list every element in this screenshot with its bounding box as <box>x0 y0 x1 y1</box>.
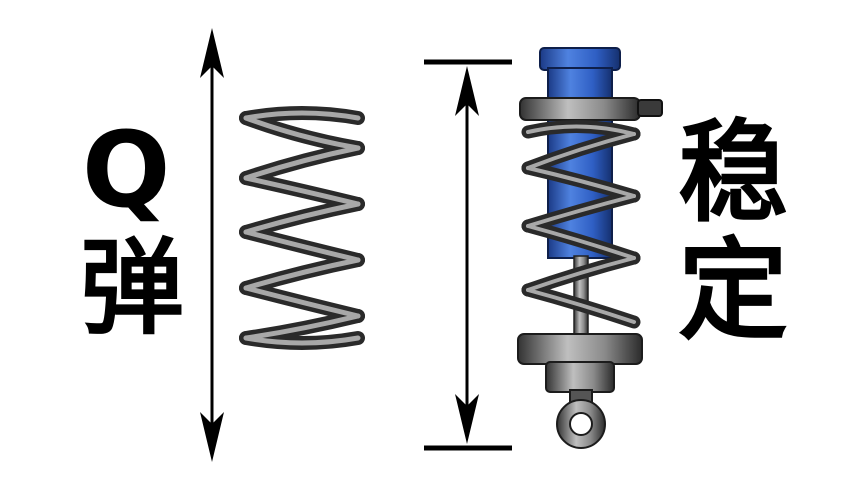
left-dimension-arrow <box>200 28 224 462</box>
label-left-top: Q <box>82 109 171 231</box>
right-dimension-arrow <box>424 59 512 451</box>
coil-spring-icon <box>239 106 365 350</box>
label-left-bottom: 弹 <box>80 227 185 349</box>
label-right-bottom: 定 <box>678 227 788 355</box>
coilover-shock-absorber-icon <box>517 47 663 449</box>
label-right-top: 稳 <box>678 109 788 237</box>
